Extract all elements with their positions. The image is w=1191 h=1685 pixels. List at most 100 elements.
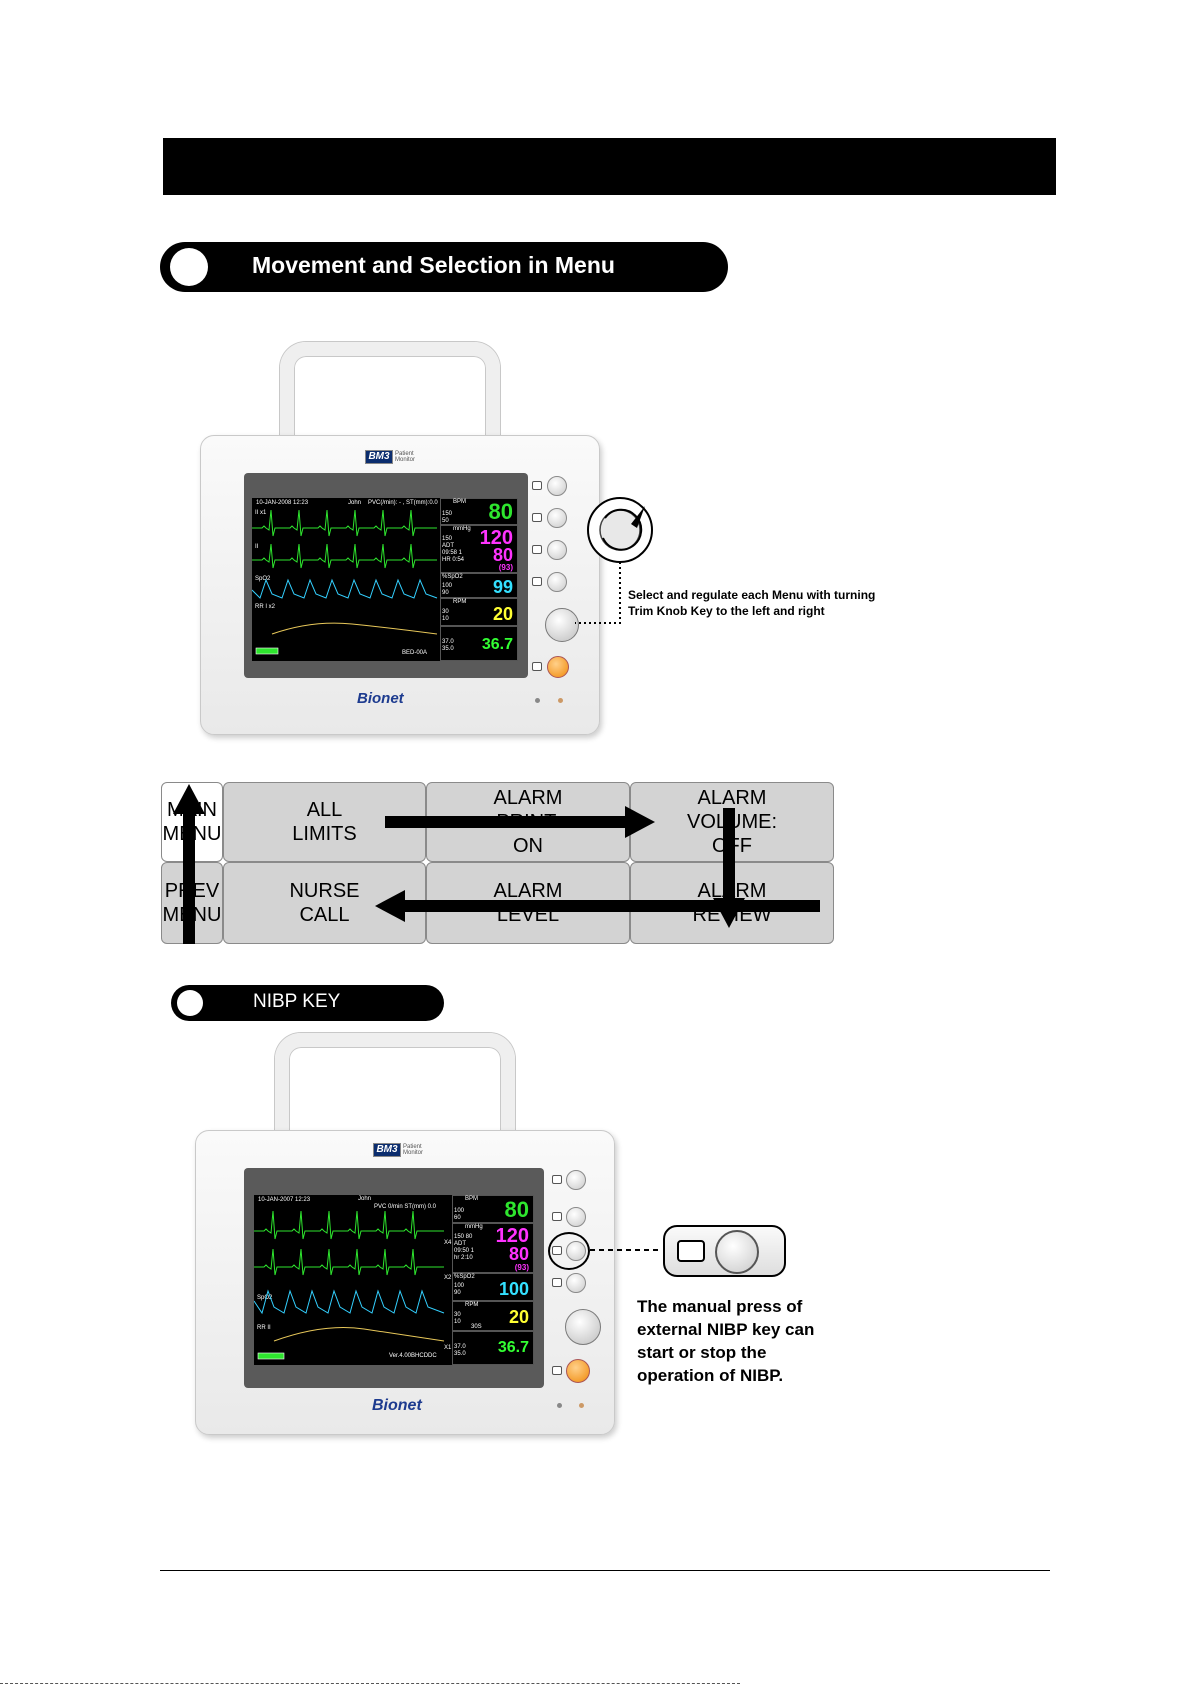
spo2-value: 99 bbox=[492, 577, 513, 597]
temp-value: 36.7 bbox=[481, 636, 513, 653]
menu-nurse-call-label: NURSE CALL bbox=[289, 880, 360, 926]
spo2-wave-label: SpO2 bbox=[257, 1295, 273, 1301]
temp-value: 36.7 bbox=[497, 1339, 529, 1356]
print-key[interactable] bbox=[566, 1170, 586, 1190]
freeze-key-icon bbox=[552, 1212, 562, 1221]
ecg-wave-1 bbox=[254, 1210, 444, 1240]
lead-label-2: II bbox=[255, 544, 259, 550]
battery-indicator bbox=[255, 647, 279, 655]
bionet-logo: Bionet bbox=[372, 1397, 422, 1414]
header-bar bbox=[163, 138, 1056, 195]
hr-unit: BPM bbox=[465, 1196, 479, 1202]
monitor-screen: 10-JAN-2007 12:23 John PVC 0/min ST(mm) … bbox=[254, 1195, 534, 1365]
resp-panel: RPM 30 10 30S 20 bbox=[452, 1301, 534, 1331]
spo2-panel: %SpO2 100 90 100 bbox=[452, 1273, 534, 1301]
hr-panel: BPM 100 60 80 bbox=[452, 1195, 534, 1223]
nibp-diastolic: 80 bbox=[492, 545, 513, 565]
temp-limits: 37.0 35.0 bbox=[454, 1344, 466, 1357]
monitor-handle bbox=[280, 342, 500, 442]
nibp-key-callout bbox=[590, 1249, 658, 1251]
function-key[interactable] bbox=[547, 572, 567, 592]
resp-wave bbox=[271, 622, 438, 635]
ecg-wave-1 bbox=[252, 509, 437, 537]
screen-patient: John bbox=[348, 500, 362, 506]
lead-scale-2: X2 bbox=[444, 1275, 452, 1281]
monitor-handle bbox=[275, 1033, 515, 1143]
screen-date: 10-JAN-2008 12:23 bbox=[256, 500, 309, 506]
spo2-wave bbox=[252, 578, 438, 599]
nibp-caption-line2: external NIBP key can bbox=[637, 1320, 815, 1339]
nibp-key-detail bbox=[663, 1225, 786, 1277]
page-bottom-dotted-rule bbox=[0, 1683, 740, 1684]
resp-wave-label: RR I x2 bbox=[255, 604, 276, 610]
resp-unit: RPM bbox=[453, 599, 467, 605]
nibp-mean: (93) bbox=[514, 1263, 529, 1272]
resp-limits: 30 10 bbox=[442, 609, 449, 622]
brand-subtitle: Patient Monitor bbox=[403, 1144, 424, 1156]
screen-date: 10-JAN-2007 12:23 bbox=[258, 1197, 311, 1203]
nibp-caption-line4: operation of NIBP. bbox=[637, 1366, 784, 1385]
nibp-unit: mmHg bbox=[453, 526, 471, 532]
patient-monitor-2: BM3 Patient Monitor 10-JAN-2007 12:23 Jo… bbox=[180, 1025, 620, 1445]
hr-value: 80 bbox=[488, 499, 513, 524]
spo2-limits: 100 90 bbox=[454, 1283, 465, 1296]
menu-all-limits-label: ALL LIMITS bbox=[292, 799, 357, 845]
arrow-up-icon bbox=[173, 784, 205, 944]
menu-navigation-arrows bbox=[173, 784, 820, 944]
resp-panel: RPM 30 10 20 bbox=[440, 598, 518, 626]
waveforms bbox=[252, 509, 438, 655]
spo2-wave-label: SpO2 bbox=[255, 576, 271, 582]
resp-wave-label: RR II bbox=[257, 1325, 271, 1331]
function-key[interactable] bbox=[566, 1273, 586, 1293]
brand-badge: BM3 bbox=[373, 1143, 401, 1157]
nibp-key-highlight bbox=[548, 1232, 590, 1270]
trim-knob[interactable] bbox=[545, 608, 579, 642]
lead-scale-3: X1 bbox=[444, 1345, 452, 1351]
resp-value: 20 bbox=[492, 604, 513, 624]
nibp-systolic: 120 bbox=[495, 1225, 529, 1247]
alarm-silence-key[interactable] bbox=[566, 1359, 590, 1383]
nibp-title: NIBP KEY bbox=[253, 991, 341, 1012]
freeze-key[interactable] bbox=[547, 508, 567, 528]
freeze-key[interactable] bbox=[566, 1207, 586, 1227]
print-key[interactable] bbox=[547, 476, 567, 496]
spo2-value: 100 bbox=[498, 1279, 529, 1299]
power-indicator bbox=[535, 698, 540, 703]
screen-header: PVC 0/min ST(mm) 0.0 bbox=[374, 1204, 437, 1210]
freeze-key-icon bbox=[532, 513, 542, 522]
brand-subtitle: Patient Monitor bbox=[395, 451, 416, 463]
nibp-panel: mmHg 150 80 ADT 09:50 1 hr 2:10 120 80 (… bbox=[452, 1223, 534, 1273]
temp-panel: 37.0 35.0 36.7 bbox=[452, 1331, 534, 1365]
nibp-panel: mmHg 150 ADT 09:58 1 HR 0:54 120 80 (93) bbox=[440, 525, 518, 573]
hr-panel: BPM 150 50 80 bbox=[440, 498, 518, 525]
spo2-unit: %SpO2 bbox=[454, 1274, 475, 1280]
lead-label-1: II x1 bbox=[255, 510, 267, 516]
hr-limits: 100 60 bbox=[454, 1208, 465, 1221]
hr-value: 80 bbox=[504, 1197, 529, 1222]
nibp-unit: mmHg bbox=[465, 1224, 483, 1230]
nibp-systolic: 120 bbox=[479, 527, 513, 549]
resp-limits: 30 10 bbox=[454, 1312, 461, 1325]
waveforms bbox=[254, 1210, 445, 1360]
knob-caption-line1: Select and regulate each Menu with turni… bbox=[628, 588, 876, 602]
section-title: Movement and Selection in Menu bbox=[252, 252, 615, 278]
knob-callout bbox=[575, 497, 653, 624]
function-key-icon bbox=[552, 1278, 562, 1287]
temp-limits: 37.0 35.0 bbox=[442, 639, 454, 652]
nibp-info: 150 ADT 09:58 1 HR 0:54 bbox=[442, 536, 465, 563]
nibp-caption-line3: start or stop the bbox=[637, 1343, 767, 1362]
temp-panel: 37.0 35.0 36.7 bbox=[440, 626, 518, 661]
spo2-panel: %SpO2 100 90 99 bbox=[440, 573, 518, 598]
alarm-silence-key[interactable] bbox=[547, 656, 569, 678]
print-key-icon bbox=[552, 1175, 562, 1184]
nibp-heading: NIBP KEY bbox=[171, 985, 444, 1021]
print-key-icon bbox=[532, 481, 542, 490]
nibp-key[interactable] bbox=[547, 540, 567, 560]
ecg-wave-2 bbox=[254, 1248, 444, 1276]
battery-indicator-led bbox=[579, 1403, 584, 1408]
brand-badge: BM3 bbox=[365, 450, 393, 464]
screen-header: PVC(/min): - , ST(mm):0.0 bbox=[368, 500, 438, 506]
resp-value: 20 bbox=[508, 1307, 529, 1327]
alarm-silence-icon bbox=[552, 1366, 562, 1375]
trim-knob[interactable] bbox=[565, 1309, 601, 1345]
